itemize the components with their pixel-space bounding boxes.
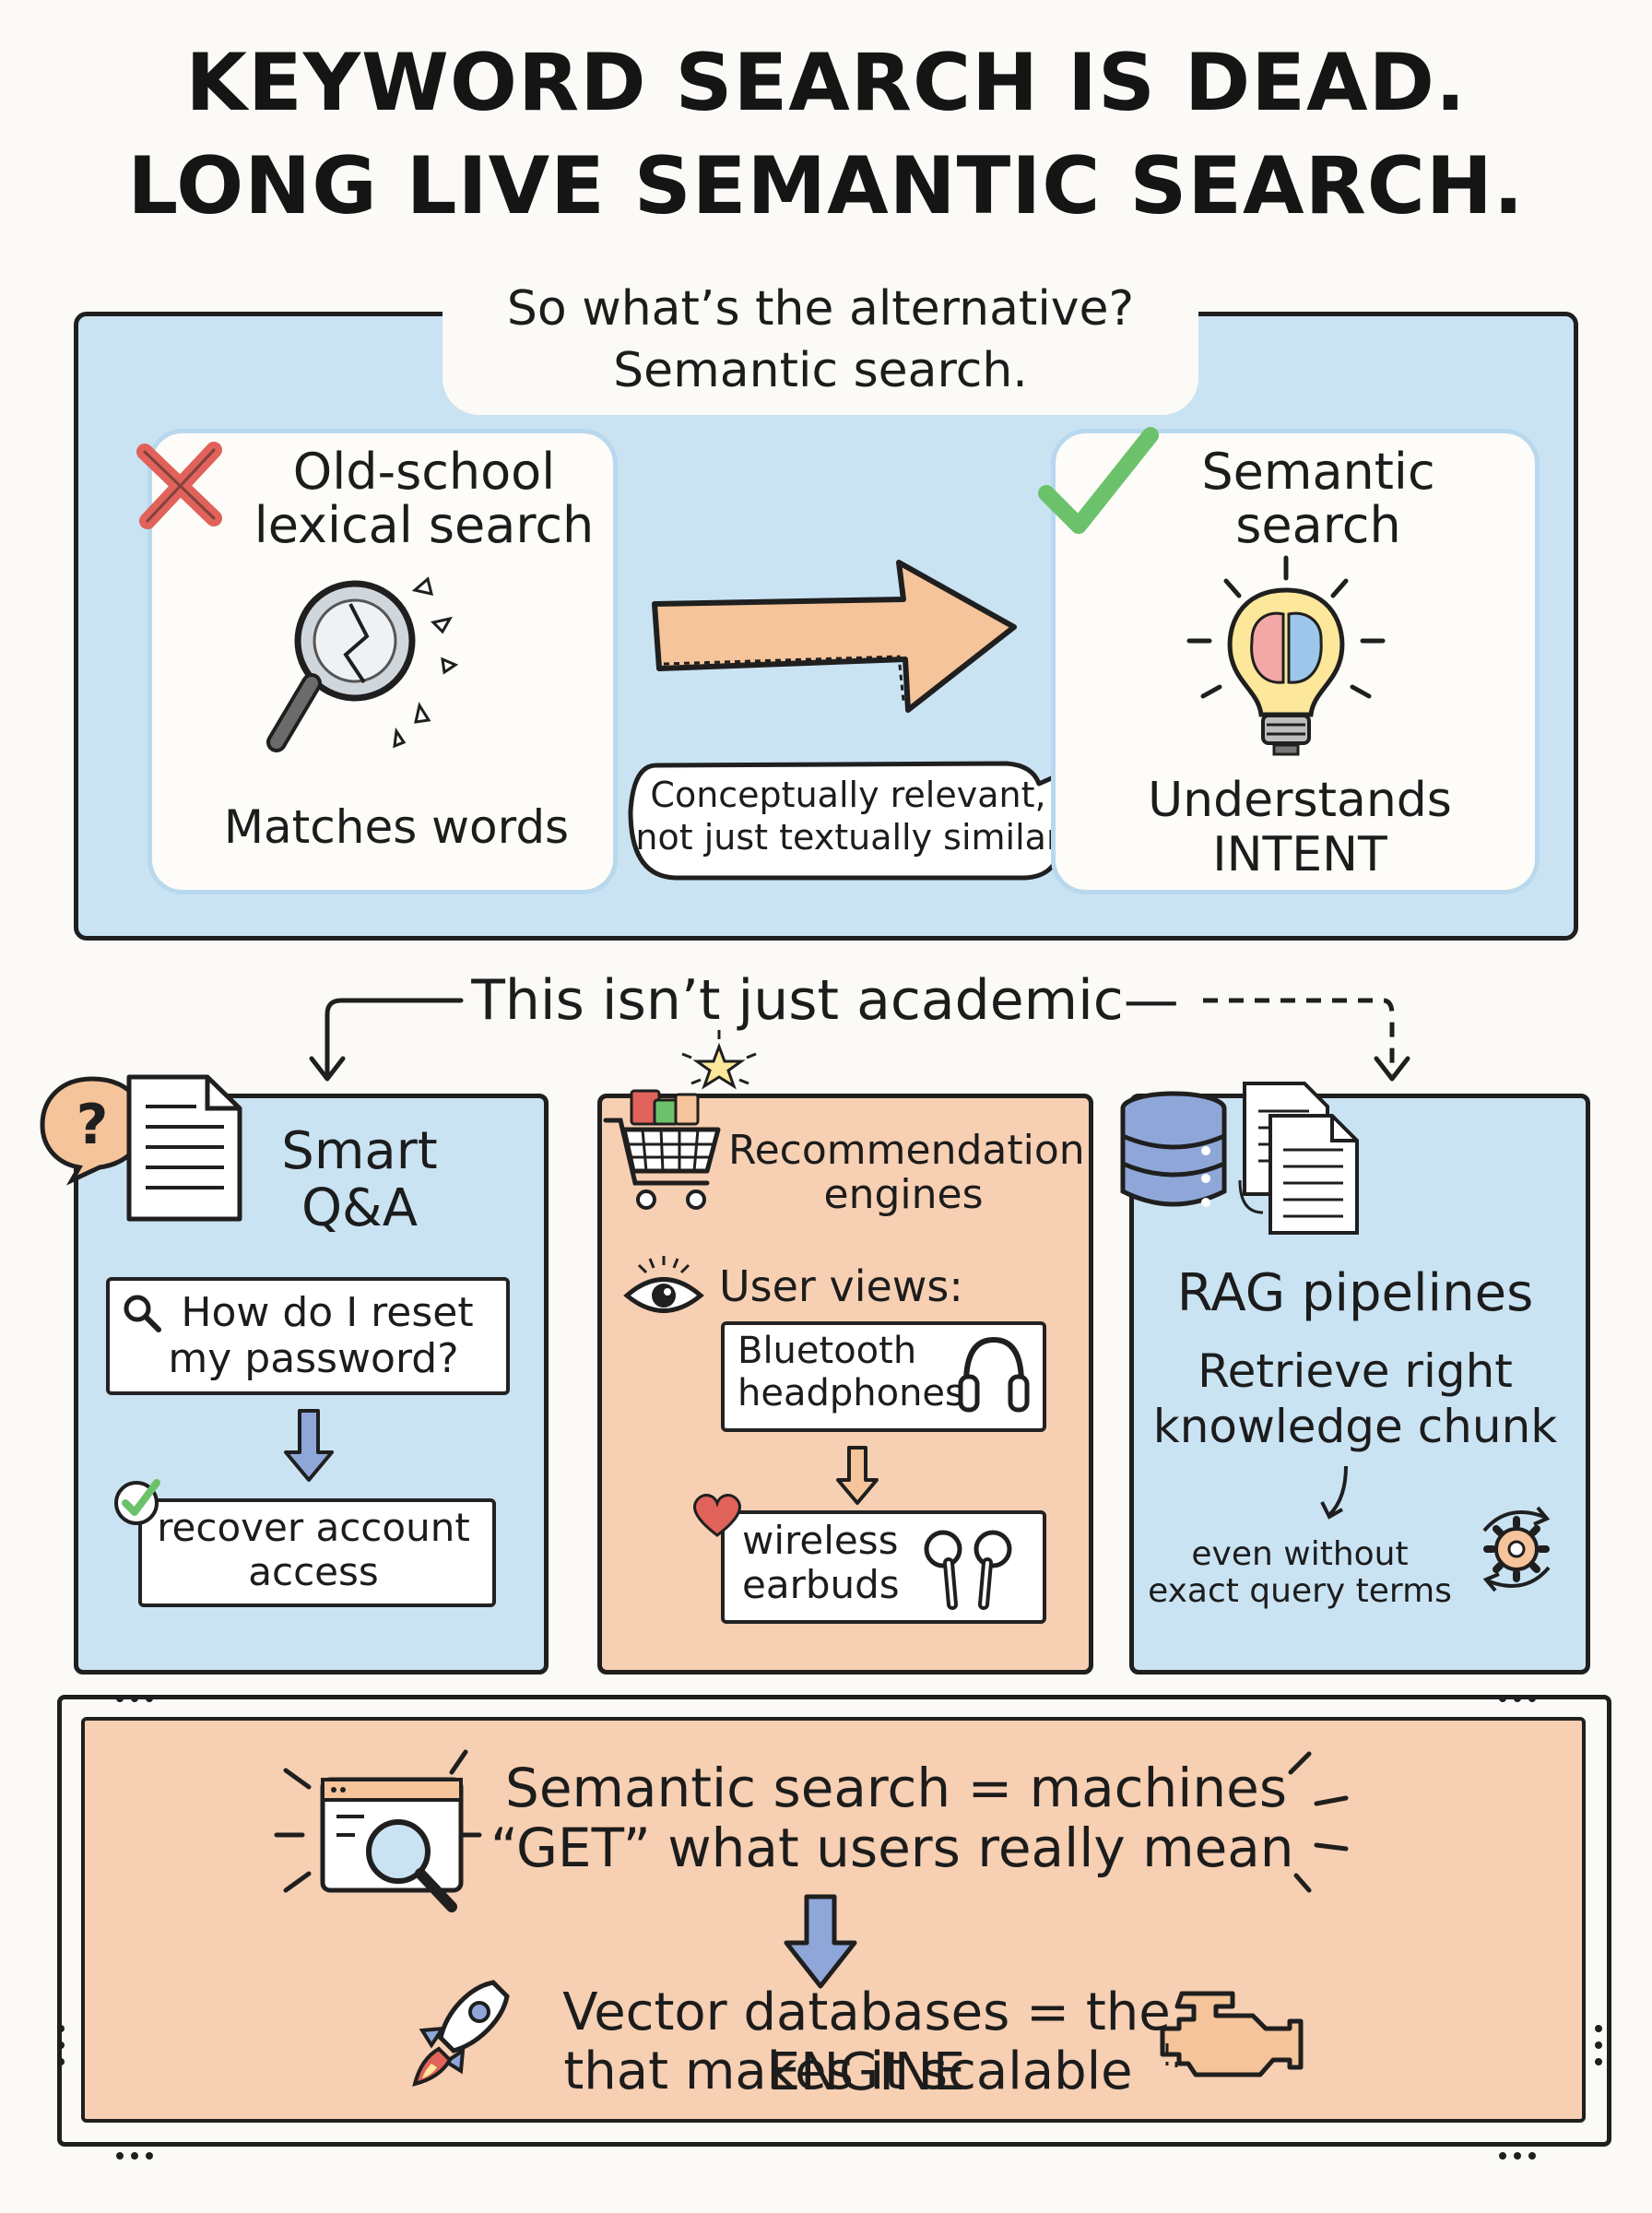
qa-title-line2: Q&A [301, 1178, 419, 1238]
document-icon [126, 1074, 242, 1222]
brain-lightbulb-icon [1186, 555, 1386, 756]
qa-title-line1: Smart [281, 1121, 438, 1181]
alternative-heading-line1: So what’s the alternative? [506, 281, 1135, 337]
curved-arrow-icon [1320, 1465, 1348, 1520]
bubble-line2: not just textually similar [635, 817, 1061, 858]
applications-heading: This isn’t just academic— [471, 968, 1179, 1033]
page-title-line1: KEYWORD SEARCH IS DEAD. [185, 37, 1467, 129]
new-title-line1: Semantic [1201, 443, 1435, 501]
heading-backdrop [442, 277, 1198, 415]
shopping-cart-icon [603, 1089, 721, 1210]
headphones-icon [958, 1336, 1030, 1413]
rag-note-line1: even without [1191, 1535, 1409, 1573]
conclusion-line3: Vector databases = the ENGINE [562, 1982, 1171, 2102]
engine-icon [1160, 1991, 1304, 2077]
new-title-line2: search [1235, 496, 1401, 554]
old-title-line2: lexical search [254, 496, 595, 554]
qa-query-line2: my password? [168, 1335, 459, 1382]
rag-body-line1: Retrieve right [1198, 1344, 1513, 1398]
viewed-line2: headphones [738, 1372, 964, 1414]
search-icon [124, 1295, 161, 1332]
new-caption-line1: Understands [1148, 773, 1452, 828]
bubble-line1: Conceptually relevant, [650, 775, 1046, 815]
suggested-line2: earbuds [742, 1562, 900, 1607]
database-icon [1120, 1091, 1227, 1207]
conclusion-frame [57, 1695, 1611, 2147]
rag-title: RAG pipelines [1176, 1263, 1534, 1323]
rec-title-line2: engines [823, 1171, 984, 1218]
down-arrow-icon [284, 1409, 334, 1482]
rocket-icon [412, 1980, 510, 2087]
question-bubble-icon: ? [40, 1076, 147, 1186]
conclusion-line1: Semantic search = machines [505, 1757, 1288, 1819]
conclusion-line2: “GET” what users really mean [490, 1817, 1294, 1879]
gear-cycle-icon [1482, 1506, 1551, 1592]
conclusion-line4: that makes it scalable [563, 2041, 1133, 2101]
cross-icon [136, 442, 222, 529]
heart-icon [693, 1494, 741, 1537]
old-title-line1: Old-school [292, 443, 556, 501]
new-caption-line2: INTENT [1212, 827, 1387, 882]
checkmark-icon [1038, 427, 1159, 534]
emphasis-lines [1288, 1751, 1349, 1893]
qa-result-box [138, 1498, 496, 1607]
qa-query-line1: How do I reset [181, 1289, 474, 1336]
right-arrow-icon [652, 560, 1017, 713]
browser-search-icon [274, 1749, 482, 1912]
broken-magnifier-icon [266, 576, 459, 752]
sparkle-icon [681, 1030, 757, 1090]
down-arrow-orange-icon [836, 1446, 879, 1505]
earbuds-icon [924, 1530, 1012, 1610]
rec-title-line1: Recommendation [728, 1127, 1085, 1174]
qa-result-line1: recover account [157, 1505, 470, 1550]
rag-note-line2: exact query terms [1148, 1572, 1452, 1610]
rag-body-line2: knowledge chunk [1152, 1400, 1558, 1453]
qa-result-line2: access [248, 1549, 379, 1594]
qa-query-box [106, 1277, 510, 1395]
check-circle-icon [114, 1479, 160, 1525]
viewed-line1: Bluetooth [738, 1330, 917, 1372]
eye-icon [623, 1256, 704, 1313]
alternative-heading-line2: Semantic search. [613, 343, 1028, 398]
speech-bubble [628, 761, 1088, 881]
old-caption: Matches words [223, 800, 570, 854]
conclusion-down-arrow-icon [784, 1894, 857, 1989]
rec-views-label: User views: [719, 1261, 963, 1311]
documents-icon [1238, 1082, 1359, 1235]
svg-text:?: ? [77, 1093, 109, 1157]
page-title-line2: LONG LIVE SEMANTIC SEARCH. [127, 140, 1525, 232]
suggested-line1: wireless [742, 1518, 899, 1563]
heading-arrows [309, 998, 1410, 1082]
